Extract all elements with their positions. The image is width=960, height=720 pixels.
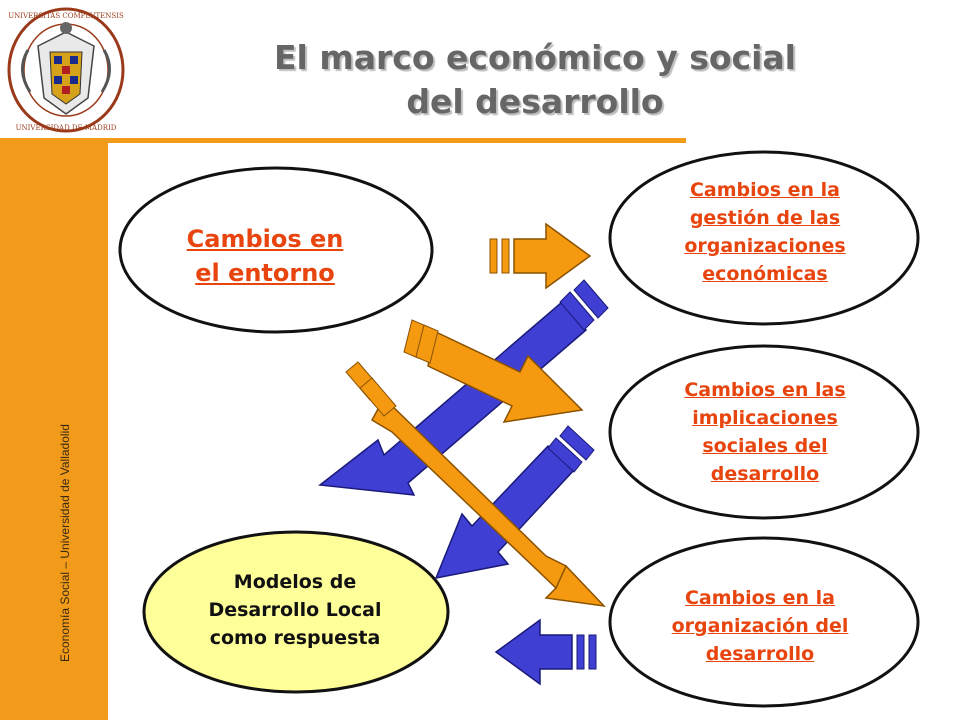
orange-arrow-to-organizacion — [345, 361, 607, 608]
slide-title: El marco económico y social del desarrol… — [200, 36, 870, 124]
node-modelos-ellipse — [142, 530, 450, 694]
blue-arrow-from-organizacion — [495, 619, 597, 685]
node-modelos-line-2: Desarrollo Local — [208, 599, 382, 621]
node-gestion-line-1: Cambios en la — [689, 179, 840, 201]
seal-ring-text-top: UNIVERSITAS COMPLUTENSIS — [8, 12, 124, 20]
node-entorno-ellipse — [118, 166, 434, 334]
node-implicaciones-ellipse — [608, 344, 920, 520]
node-organizacion-line-2: organización del — [671, 615, 849, 637]
node-gestion-line-2: gestión de las — [689, 207, 841, 229]
node-entorno-line-2: el entorno — [195, 259, 335, 287]
left-sidebar-band — [0, 142, 108, 720]
slide-title-line-1: El marco económico y social — [274, 38, 796, 77]
node-modelos-label: Modelos de Desarrollo Local como respues… — [150, 568, 440, 652]
node-organizacion-label: Cambios en la organización del desarroll… — [620, 584, 900, 668]
title-underline-rule — [0, 138, 686, 143]
orange-arrow-to-implicaciones — [403, 319, 584, 423]
node-gestion-label: Cambios en la gestión de las organizacio… — [630, 176, 900, 288]
node-gestion-ellipse — [608, 150, 920, 326]
university-seal-logo: UNIVERSITAS COMPLUTENSIS UNIVERSIDAD DE … — [7, 7, 125, 133]
node-gestion-line-4: económicas — [702, 263, 828, 285]
node-implicaciones-line-2: implicaciones — [692, 407, 838, 429]
blue-arrow-from-gestion — [318, 279, 609, 496]
node-implicaciones-line-1: Cambios en las — [684, 379, 846, 401]
seal-ring-text-bottom: UNIVERSIDAD DE MADRID — [16, 124, 117, 132]
node-organizacion-line-1: Cambios en la — [684, 587, 835, 609]
node-gestion-line-3: organizaciones — [684, 235, 846, 257]
node-implicaciones-label: Cambios en las implicaciones sociales de… — [630, 376, 900, 488]
blue-arrow-from-implicaciones — [434, 425, 595, 580]
node-entorno-label: Cambios en el entorno — [140, 222, 390, 290]
orange-arrow-to-gestion — [489, 223, 591, 289]
node-implicaciones-line-3: sociales del — [702, 435, 828, 457]
node-entorno-line-1: Cambios en — [186, 225, 344, 253]
node-implicaciones-line-4: desarrollo — [710, 463, 820, 485]
node-modelos-line-3: como respuesta — [209, 627, 381, 649]
node-organizacion-line-3: desarrollo — [705, 643, 815, 665]
slide-title-line-2: del desarrollo — [406, 82, 664, 121]
node-organizacion-ellipse — [608, 536, 920, 708]
node-modelos-line-1: Modelos de — [233, 571, 357, 593]
